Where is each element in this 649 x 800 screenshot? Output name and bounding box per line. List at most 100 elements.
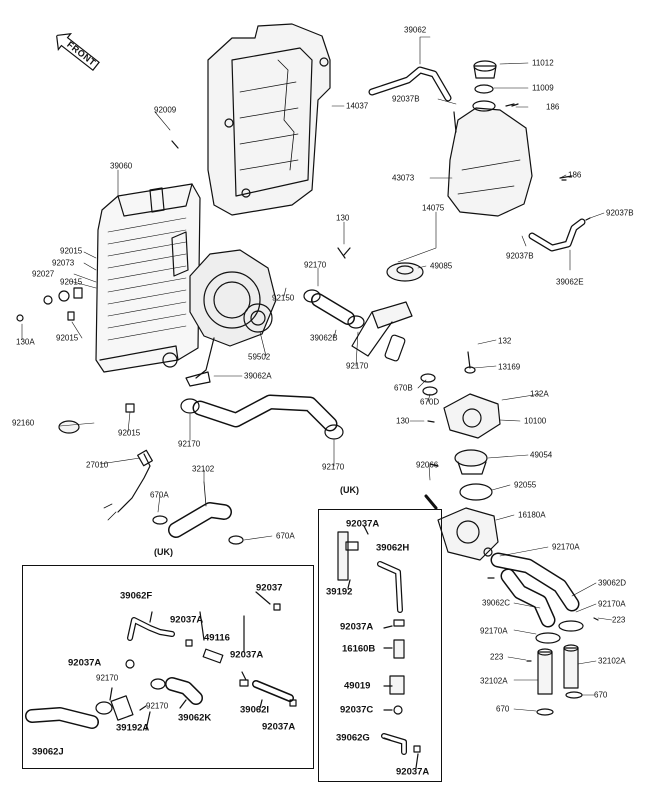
callout: 92170 (346, 361, 369, 371)
filler-neck (337, 247, 424, 362)
callout: 670A (276, 531, 295, 541)
callout: 670D (420, 397, 440, 407)
callout: 92170 (304, 260, 327, 270)
callout: 13169 (498, 362, 521, 372)
callout: 92037A (230, 649, 264, 661)
callout: 39060 (110, 161, 133, 171)
callout: 92170 (96, 673, 119, 683)
callout: 186 (546, 102, 560, 112)
callout: 11009 (532, 83, 554, 93)
callout: 670A (150, 490, 169, 500)
uk-kit-box-right (318, 509, 442, 782)
callout: 92027 (32, 269, 55, 279)
reservoir-tank (447, 60, 573, 217)
callout: 32102A (598, 656, 626, 666)
thermo-switch (103, 449, 153, 521)
callout: 39062H (376, 542, 410, 554)
callout: 186 (568, 170, 582, 180)
callout: 92037A (346, 518, 380, 530)
callout: 92037A (340, 621, 374, 633)
callout: 39062D (598, 578, 627, 588)
callout: 670 (594, 690, 608, 700)
callout: 16160B (342, 643, 376, 655)
pipe-32102a (535, 620, 584, 716)
callout: 92170A (552, 542, 580, 552)
uk-kit-left (25, 591, 297, 731)
callout: 92009 (154, 105, 177, 115)
callout: 49085 (430, 261, 453, 271)
callout: 92170 (178, 439, 201, 449)
callout: 92015 (118, 428, 141, 438)
callout: 39062E (556, 277, 584, 287)
callout: 10100 (524, 416, 547, 426)
callout: 92015 (60, 277, 83, 287)
callout: 39062C (482, 598, 511, 608)
callout: 92037C (340, 704, 374, 716)
fan-motor (185, 249, 277, 387)
callout: 92170 (322, 462, 345, 472)
callout: 92170A (598, 599, 626, 609)
callout: 39062I (240, 704, 270, 716)
callout: 39062G (336, 732, 370, 744)
callout: 92055 (514, 480, 537, 490)
callout: 32102A (480, 676, 508, 686)
callout: 14037 (346, 101, 369, 111)
callout: 92037A (396, 766, 430, 778)
callout: 39062 (404, 25, 427, 35)
callout: 92037B (392, 94, 420, 104)
callout: 14075 (422, 203, 445, 213)
front-direction-arrow: FRONT (43, 26, 105, 85)
callout: 11012 (532, 58, 554, 68)
callout: 92066 (416, 460, 439, 470)
uk-header-right: (UK) (340, 485, 359, 495)
callout: 92037B (506, 251, 534, 261)
callout: 132A (530, 389, 549, 399)
callout: 130 (396, 416, 410, 426)
radiator-shroud (207, 23, 331, 216)
callout: 223 (612, 615, 626, 625)
callout: 92037 (256, 582, 283, 594)
callout: 92073 (52, 258, 75, 268)
callout: 49054 (530, 450, 553, 460)
callout: 39062F (120, 590, 153, 602)
leader-lines (21, 36, 613, 712)
uk-kit-box-left (22, 565, 314, 769)
uk-kit-right (337, 525, 421, 769)
hose-39062b (303, 289, 365, 329)
callout: 39062J (32, 746, 64, 758)
callout: 670 (496, 704, 510, 714)
callout: 43073 (392, 173, 415, 183)
callout: 32102 (192, 464, 215, 474)
callout: 670B (394, 383, 413, 393)
water-pump-cover (424, 494, 499, 561)
rad-cap (58, 420, 80, 434)
callout: 49019 (344, 680, 371, 692)
callout: 92037A (68, 657, 102, 669)
callout: 39062A (244, 371, 272, 381)
callout: 132 (498, 336, 512, 346)
callout: 59502 (248, 352, 271, 362)
callout: 92037A (262, 721, 296, 733)
thermostat-housing (420, 351, 501, 501)
callout: 130 (336, 213, 350, 223)
callout: 130A (16, 337, 35, 347)
callout: 92015 (60, 246, 83, 256)
callout: 49116 (204, 632, 230, 644)
callout: 223 (490, 652, 504, 662)
callout: 92015 (56, 333, 79, 343)
callout: 92160 (12, 418, 35, 428)
callout: 39192A (116, 722, 150, 734)
callout: 39192 (326, 586, 353, 598)
callout: 92037B (606, 208, 634, 218)
callout: 39062K (178, 712, 212, 724)
callout: 27010 (86, 460, 109, 470)
callout: 92037A (170, 614, 204, 626)
callout: 92150 (272, 293, 295, 303)
callout: 92170A (480, 626, 508, 636)
radiator-core (95, 183, 201, 373)
callout: 39062B (310, 333, 338, 343)
callout: 92170 (146, 701, 169, 711)
uk-header-left: (UK) (154, 547, 173, 557)
